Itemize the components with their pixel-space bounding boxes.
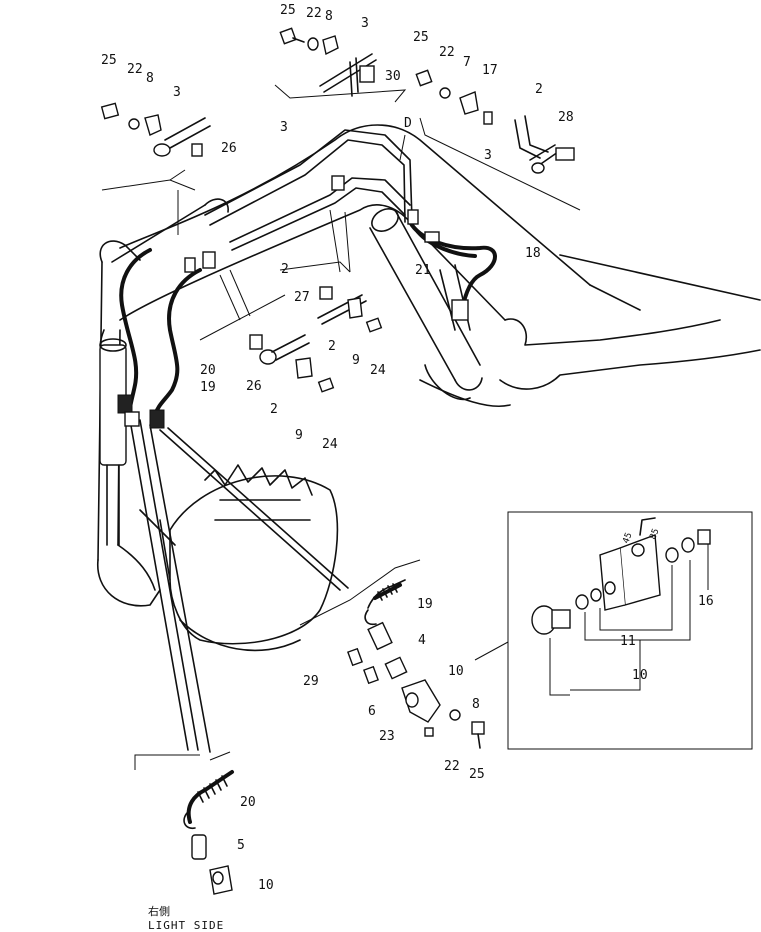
parts-group-top-center [279,27,377,97]
label-8: 8 [146,71,154,86]
label-10: 10 [258,878,274,893]
parts-group-top-left [100,102,211,157]
label-22: 22 [127,62,143,77]
callout-frames [101,84,581,770]
label-20: 20 [200,363,216,378]
label-25: 25 [101,53,117,68]
label-11: 11 [620,634,636,649]
parts-group-top-right [415,69,575,174]
label-2: 2 [281,262,289,277]
label-10: 10 [632,668,648,683]
label-22: 22 [439,45,455,60]
label-25: 25 [469,767,485,782]
label-4: 4 [418,633,426,648]
label-6: 6 [368,704,376,719]
caption-japanese: 右側 [148,904,170,918]
label-3: 3 [280,120,288,135]
label-23: 23 [379,729,395,744]
label-20: 20 [240,795,256,810]
label-2: 2 [328,339,336,354]
label-18: 18 [525,246,541,261]
label-16: 16 [698,594,714,609]
label-3: 3 [173,85,181,100]
label-22: 22 [444,759,460,774]
label-24: 24 [370,363,386,378]
label-28: 28 [558,110,574,125]
label-10: 10 [448,664,464,679]
label-19: 19 [417,597,433,612]
view-letter-d: D [404,116,412,131]
label-24: 24 [322,437,338,452]
label-5: 5 [237,838,245,853]
label-17: 17 [482,63,498,78]
label-26: 26 [221,141,237,156]
label-22: 22 [306,6,322,21]
label-2: 2 [270,402,278,417]
parts-group-bottom-left [183,770,234,895]
dimension-85: 85 [648,527,661,541]
part-number-labels: 25 22 8 3 30 25 22 8 3 26 25 22 7 17 2 2… [101,3,714,932]
dimension-45: 45 [621,531,634,545]
label-19: 19 [200,380,216,395]
hose-routing [117,129,497,753]
excavator-arm [97,124,761,652]
label-25: 25 [280,3,296,18]
detail-inset [507,511,753,750]
label-2: 2 [535,82,543,97]
label-9: 9 [295,428,303,443]
label-27: 27 [294,290,310,305]
label-25: 25 [413,30,429,45]
label-21: 21 [415,263,431,278]
label-3: 3 [361,16,369,31]
label-8: 8 [325,9,333,24]
label-29: 29 [303,674,319,689]
label-9: 9 [352,353,360,368]
caption-english: LIGHT SIDE [148,919,224,932]
label-26: 26 [246,379,262,394]
parts-group-middle [249,286,383,393]
parts-group-lower-middle [347,579,485,749]
label-7: 7 [463,55,471,70]
label-8: 8 [472,697,480,712]
label-3: 3 [484,148,492,163]
label-30: 30 [385,69,401,84]
